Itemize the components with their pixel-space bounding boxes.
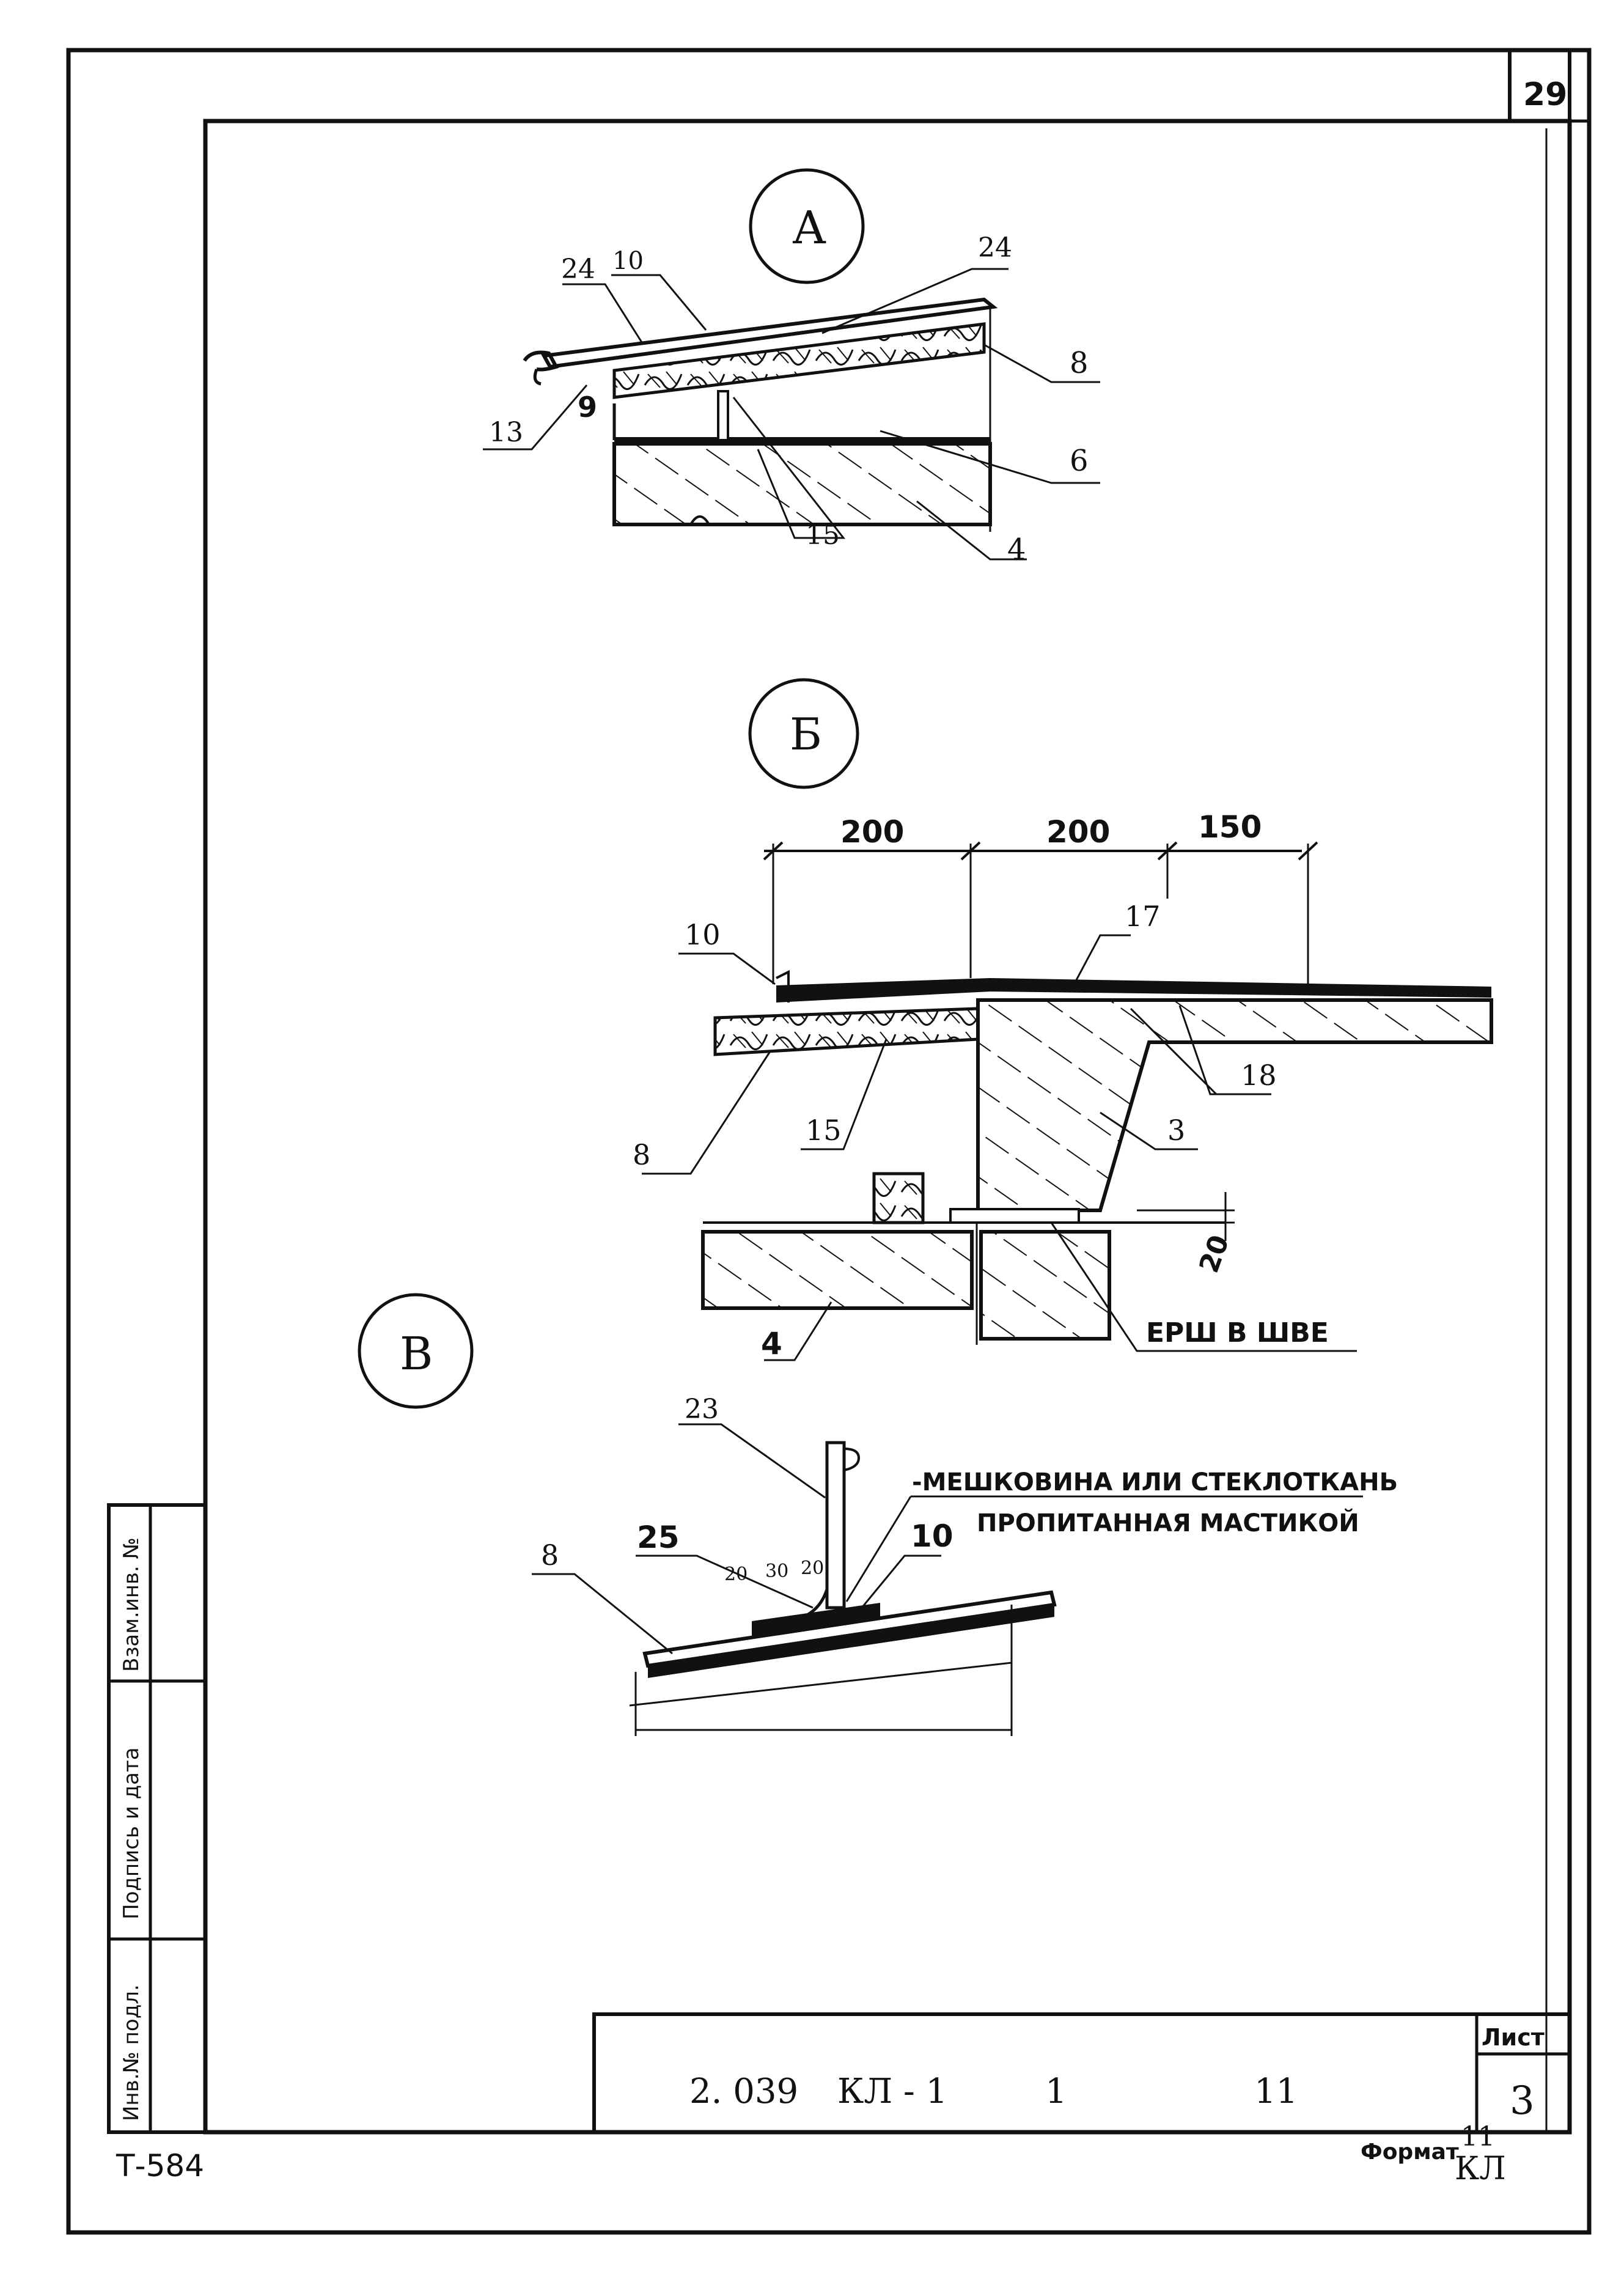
sheet-number: 3 — [1510, 2078, 1535, 2124]
drawing-code-issue: 1 — [1045, 2072, 1067, 2111]
stamp-replaces-inv: Взам.инв. № — [119, 1537, 144, 1672]
detail-b: Б 200 200 150 20 — [633, 678, 1493, 1361]
callout-a-4: 4 — [1007, 532, 1026, 567]
callout-a-10: 10 — [612, 247, 644, 275]
detail-v: В 23 8 25 10 20 30 20 -МЕШКОВИНА ИЛИ СТЕ… — [358, 1293, 1398, 1736]
callout-a-24-left: 24 — [561, 254, 595, 285]
drawing-code-series: 2. 039 — [689, 2072, 798, 2111]
dim-v-30: 30 — [765, 1561, 788, 1582]
callout-b-4: 4 — [761, 1326, 782, 1361]
callout-a-8: 8 — [1070, 346, 1089, 380]
detail-a: А 24 10 24 8 13 9 6 15 4 — [483, 168, 1100, 567]
callout-b-10: 10 — [685, 918, 721, 951]
dim-b-20: 20 — [1193, 1231, 1235, 1277]
callout-a-24-right: 24 — [978, 232, 1012, 263]
callout-b-17: 17 — [1125, 900, 1161, 933]
inner-frame — [203, 119, 1572, 2135]
drawing-code-part: 11 — [1254, 2072, 1298, 2111]
corner-sheet-number: 29 — [1523, 76, 1567, 113]
note-v-line2: ПРОПИТАННАЯ МАСТИКОЙ — [977, 1508, 1359, 1537]
detail-b-label: Б — [790, 708, 822, 760]
callout-b-8: 8 — [633, 1138, 650, 1171]
side-stamp: Инв.№ подл. Подпись и дата Взам.инв. № — [107, 1503, 207, 2134]
series-code: Т-584 — [116, 2148, 204, 2184]
dim-b-150: 150 — [1198, 809, 1262, 845]
callout-b-3: 3 — [1167, 1114, 1185, 1147]
callout-a-13: 13 — [489, 417, 523, 448]
callout-a-15: 15 — [806, 520, 840, 551]
stamp-inv-original: Инв.№ подл. — [119, 1984, 144, 2121]
title-block: 2. 039 КЛ - 1 1 11 Лист 3 — [592, 2012, 1571, 2134]
callout-v-25: 25 — [637, 1520, 680, 1555]
outer-frame — [66, 48, 1592, 2235]
callout-v-10: 10 — [911, 1518, 953, 1554]
stamp-signature-date: Подпись и дата — [119, 1747, 144, 1919]
note-v-line1: -МЕШКОВИНА ИЛИ СТЕКЛОТКАНЬ — [912, 1468, 1398, 1496]
note-b-ersh: ЕРШ В ШВЕ — [1146, 1317, 1329, 1349]
detail-v-label: В — [400, 1328, 433, 1380]
callout-v-23: 23 — [685, 1394, 719, 1425]
callout-v-8: 8 — [541, 1539, 559, 1572]
sheet-label: Лист — [1482, 2024, 1545, 2051]
dim-b-200-left: 200 — [840, 814, 904, 850]
callout-b-15: 15 — [806, 1114, 842, 1147]
callout-a-9: 9 — [578, 391, 597, 424]
format-letters: КЛ — [1455, 2151, 1506, 2187]
dim-v-20-left: 20 — [724, 1564, 748, 1585]
format-label: Формат — [1361, 2140, 1459, 2165]
format-value: 11 — [1461, 2121, 1495, 2152]
callout-b-18: 18 — [1241, 1059, 1277, 1092]
callout-a-6: 6 — [1070, 444, 1089, 478]
detail-a-label: А — [792, 202, 826, 254]
dim-b-200-right: 200 — [1046, 814, 1110, 850]
drawing-code-kl: КЛ - 1 — [837, 2072, 947, 2111]
dim-v-20-right: 20 — [801, 1558, 824, 1579]
